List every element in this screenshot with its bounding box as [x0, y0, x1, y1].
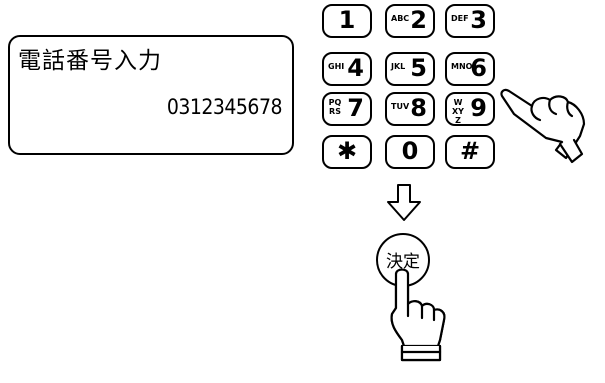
key-3-letters: DEF: [451, 14, 469, 23]
key-4-digit: 4: [347, 54, 364, 82]
key-0-digit: 0: [401, 137, 419, 165]
key-8-digit: 8: [410, 94, 427, 122]
key-1-digit: 1: [338, 6, 356, 34]
key-2-digit: 2: [410, 6, 427, 34]
key-8-letters: TUV: [391, 102, 410, 111]
key-3[interactable]: DEF 3: [445, 4, 495, 38]
display-screen: 電話番号入力 0312345678: [8, 35, 294, 155]
key-9[interactable]: WXYZ 9: [445, 92, 495, 126]
key-asterisk-symbol: ✱: [336, 137, 358, 165]
key-8[interactable]: TUV 8: [385, 92, 435, 126]
key-6[interactable]: MNO 6: [445, 52, 495, 86]
down-arrow-icon: [387, 184, 421, 221]
key-7[interactable]: PQRS 7: [322, 92, 372, 126]
key-9-letters: WXYZ: [452, 98, 464, 125]
key-4-letters: GHI: [328, 62, 345, 71]
key-5[interactable]: JKL 5: [385, 52, 435, 86]
key-9-digit: 9: [470, 94, 487, 122]
key-5-letters: JKL: [391, 62, 406, 71]
key-asterisk[interactable]: ✱: [322, 135, 372, 169]
confirm-button[interactable]: 決定: [376, 233, 430, 287]
key-5-digit: 5: [410, 54, 427, 82]
key-1[interactable]: 1: [322, 4, 372, 38]
key-0[interactable]: 0: [385, 135, 435, 169]
pointing-hand-icon: [500, 88, 586, 164]
display-title: 電話番号入力: [18, 48, 162, 74]
key-7-digit: 7: [347, 94, 364, 122]
key-6-digit: 6: [470, 54, 487, 82]
key-4[interactable]: GHI 4: [322, 52, 372, 86]
display-number: 0312345678: [166, 95, 283, 119]
key-hash[interactable]: #: [445, 135, 495, 169]
key-6-letters: MNO: [451, 62, 473, 71]
key-hash-symbol: #: [459, 137, 481, 165]
key-2-letters: ABC: [391, 14, 410, 23]
key-2[interactable]: ABC 2: [385, 4, 435, 38]
key-3-digit: 3: [470, 6, 487, 34]
key-7-letters: PQRS: [328, 98, 342, 116]
confirm-button-label: 決定: [386, 252, 420, 272]
